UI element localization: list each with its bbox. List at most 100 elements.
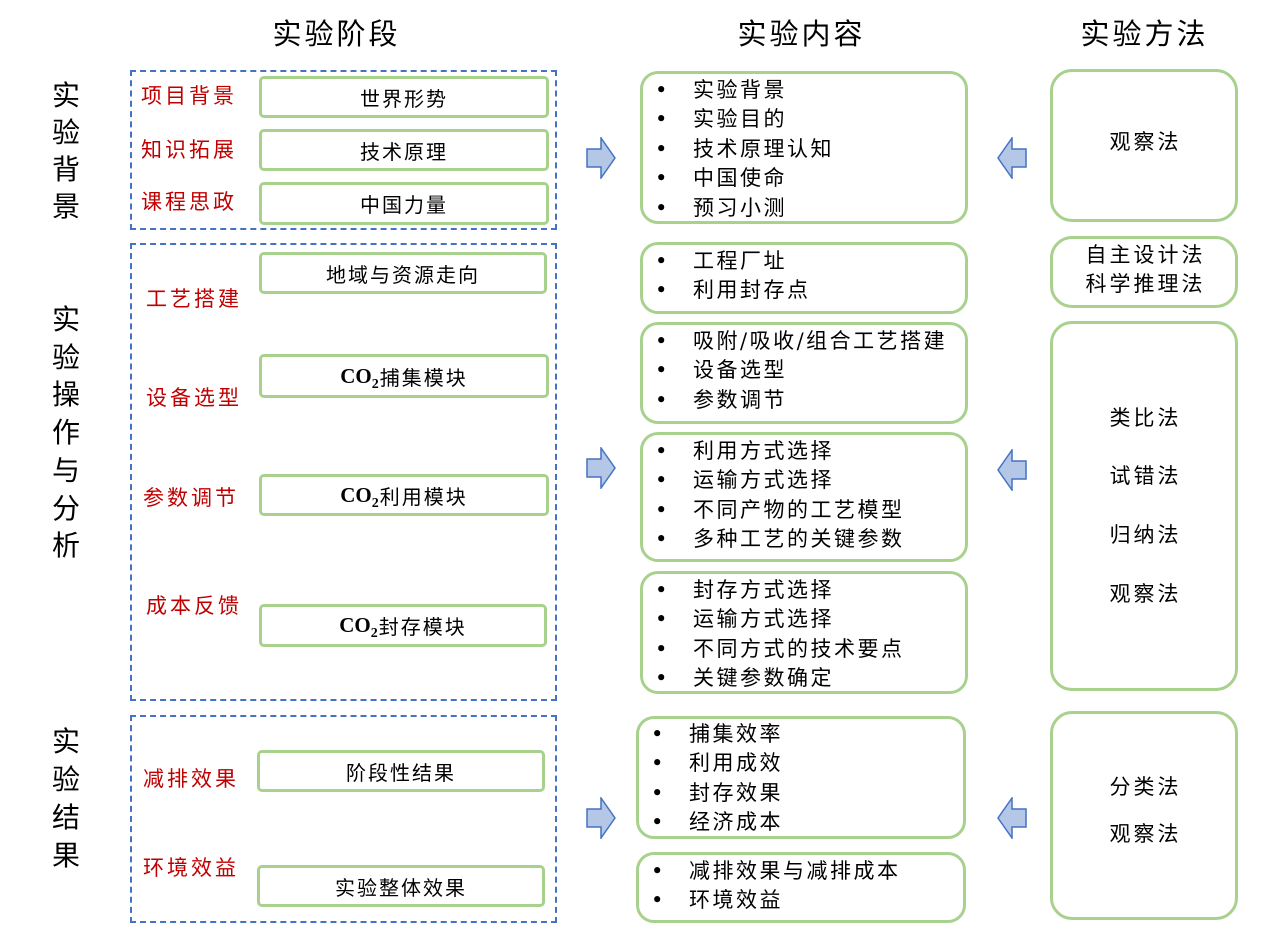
method-item: 观察法 bbox=[1109, 821, 1182, 846]
stage-label: 知识拓展 bbox=[141, 138, 237, 162]
method-box-background: 观察法 bbox=[1050, 69, 1238, 222]
left-arrow-icon bbox=[997, 449, 1027, 491]
content-item: 利用方式选择 bbox=[643, 437, 965, 467]
formula-subscript: 2 bbox=[371, 495, 379, 511]
left-arrow-icon bbox=[997, 137, 1027, 179]
content-box-site: 工程厂址 利用封存点 bbox=[640, 242, 968, 314]
content-item: 工程厂址 bbox=[643, 247, 965, 277]
result-box-stage-result: 阶段性结果 bbox=[257, 750, 545, 792]
content-item: 运输方式选择 bbox=[643, 466, 965, 496]
method-item: 自主设计法 bbox=[1085, 243, 1206, 267]
content-item: 运输方式选择 bbox=[643, 605, 965, 635]
content-item: 参数调节 bbox=[643, 386, 965, 416]
content-item: 减排效果与减排成本 bbox=[639, 857, 963, 887]
formula-text: CO bbox=[339, 613, 371, 637]
content-item: 实验背景 bbox=[643, 76, 965, 106]
content-list: 封存方式选择 运输方式选择 不同方式的技术要点 关键参数确定 bbox=[643, 574, 965, 694]
content-item: 环境效益 bbox=[639, 886, 963, 916]
stage-label: 减排效果 bbox=[143, 767, 239, 791]
stage-box-region-resources: 地域与资源走向 bbox=[259, 252, 547, 294]
content-item: 设备选型 bbox=[643, 356, 965, 386]
content-item: 实验目的 bbox=[643, 105, 965, 135]
module-name: 封存模块 bbox=[378, 615, 467, 639]
stage-label: 成本反馈 bbox=[146, 594, 242, 618]
content-item: 捕集效率 bbox=[639, 720, 963, 750]
content-list: 捕集效率 利用成效 封存效果 经济成本 bbox=[639, 719, 963, 838]
stage-box-china-strength: 中国力量 bbox=[259, 182, 549, 225]
method-box-results: 分类法 观察法 bbox=[1050, 711, 1238, 920]
header-stage: 实验阶段 bbox=[272, 17, 401, 51]
content-item: 利用成效 bbox=[639, 749, 963, 779]
stage-group-operation bbox=[130, 243, 557, 701]
content-item: 多种工艺的关键参数 bbox=[643, 525, 965, 555]
stage-label: 参数调节 bbox=[143, 486, 239, 510]
stage-label: 项目背景 bbox=[141, 84, 237, 108]
content-item: 预习小测 bbox=[643, 194, 965, 224]
method-box-design: 自主设计法 科学推理法 bbox=[1050, 236, 1238, 308]
content-item: 封存方式选择 bbox=[643, 576, 965, 606]
formula-text: CO bbox=[340, 363, 372, 388]
result-box-text: 阶段性结果 bbox=[346, 760, 456, 785]
method-box-operation: 类比法 试错法 归纳法 观察法 bbox=[1050, 321, 1238, 691]
stage-box-text: 世界形势 bbox=[360, 86, 448, 111]
content-item: 吸附/吸收/组合工艺搭建 bbox=[643, 327, 965, 357]
right-arrow-icon bbox=[586, 137, 616, 179]
stage-box-world-situation: 世界形势 bbox=[259, 76, 549, 118]
method-item: 试错法 bbox=[1109, 464, 1182, 489]
method-item: 分类法 bbox=[1109, 774, 1182, 799]
content-item: 利用封存点 bbox=[643, 276, 965, 306]
content-item: 关键参数确定 bbox=[643, 664, 965, 694]
stage-box-text: 技术原理 bbox=[360, 139, 448, 164]
right-arrow-icon bbox=[586, 797, 616, 839]
stage-label: 课程思政 bbox=[141, 190, 237, 214]
stage-label: 工艺搭建 bbox=[146, 287, 242, 311]
content-item: 不同方式的技术要点 bbox=[643, 635, 965, 665]
content-box-storage: 封存方式选择 运输方式选择 不同方式的技术要点 关键参数确定 bbox=[640, 571, 968, 694]
content-item: 经济成本 bbox=[639, 808, 963, 838]
left-arrow-icon bbox=[997, 797, 1027, 839]
header-content: 实验内容 bbox=[737, 17, 866, 51]
phase-label-background: 实验背景 bbox=[51, 79, 80, 223]
phase-label-result: 实验结果 bbox=[51, 725, 80, 872]
formula-subscript: 2 bbox=[370, 626, 378, 641]
content-box-utilization: 利用方式选择 运输方式选择 不同产物的工艺模型 多种工艺的关键参数 bbox=[640, 432, 968, 562]
right-arrow-icon bbox=[586, 447, 616, 489]
content-list: 吸附/吸收/组合工艺搭建 设备选型 参数调节 bbox=[643, 325, 965, 416]
stage-label: 设备选型 bbox=[146, 386, 242, 410]
stage-box-text: 地域与资源走向 bbox=[326, 262, 480, 287]
content-box-results: 捕集效率 利用成效 封存效果 经济成本 bbox=[636, 716, 966, 839]
content-list: 利用方式选择 运输方式选择 不同产物的工艺模型 多种工艺的关键参数 bbox=[643, 435, 965, 555]
result-box-text: 实验整体效果 bbox=[335, 875, 467, 900]
method-item: 类比法 bbox=[1109, 405, 1182, 430]
stage-group-background bbox=[130, 70, 557, 230]
method-item: 科学推理法 bbox=[1085, 272, 1206, 296]
content-list: 工程厂址 利用封存点 bbox=[643, 245, 965, 306]
stage-box-text: 中国力量 bbox=[360, 193, 448, 217]
method-item: 归纳法 bbox=[1109, 523, 1182, 547]
content-list: 减排效果与减排成本 环境效益 bbox=[639, 855, 963, 916]
method-item: 观察法 bbox=[1109, 129, 1182, 154]
module-name: 捕集模块 bbox=[379, 365, 468, 390]
content-box-capture: 吸附/吸收/组合工艺搭建 设备选型 参数调节 bbox=[640, 322, 968, 424]
method-item: 观察法 bbox=[1109, 581, 1182, 606]
content-item: 封存效果 bbox=[639, 779, 963, 809]
result-box-overall-effect: 实验整体效果 bbox=[257, 865, 545, 907]
formula-subscript: 2 bbox=[371, 376, 379, 392]
module-name: 利用模块 bbox=[379, 484, 468, 509]
content-item: 中国使命 bbox=[643, 164, 965, 194]
content-box-environment: 减排效果与减排成本 环境效益 bbox=[636, 852, 966, 923]
stage-label: 环境效益 bbox=[143, 856, 239, 880]
content-item: 不同产物的工艺模型 bbox=[643, 496, 965, 526]
header-method: 实验方法 bbox=[1080, 17, 1209, 51]
content-box-background: 实验背景 实验目的 技术原理认知 中国使命 预习小测 bbox=[640, 71, 968, 224]
content-item: 技术原理认知 bbox=[643, 135, 965, 165]
stage-box-technical-principle: 技术原理 bbox=[259, 129, 549, 171]
formula-text: CO bbox=[340, 482, 372, 507]
content-list: 实验背景 实验目的 技术原理认知 中国使命 预习小测 bbox=[643, 74, 965, 223]
